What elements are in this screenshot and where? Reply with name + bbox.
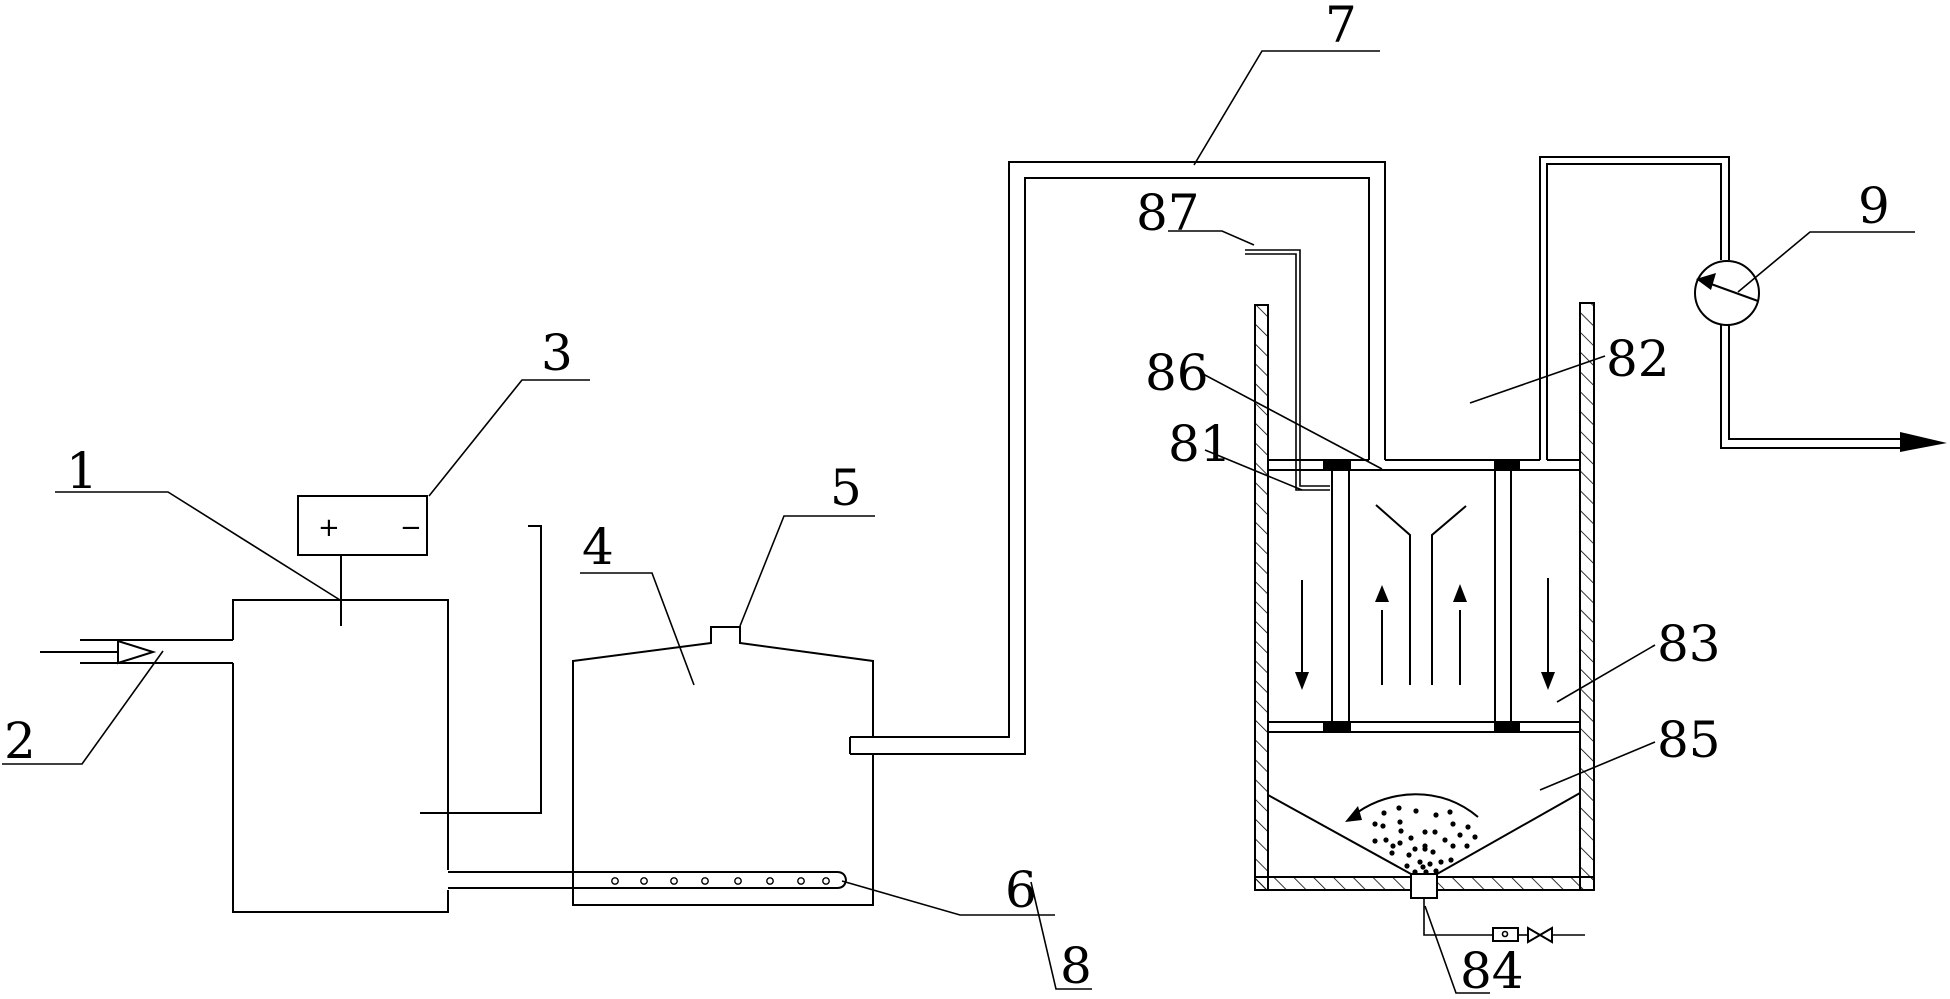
electrodes	[297, 525, 542, 814]
arrow-up-icon	[1375, 585, 1389, 602]
seal-block	[1323, 722, 1351, 733]
particle	[1412, 869, 1418, 875]
particle	[1383, 837, 1389, 843]
label-3: 3	[541, 324, 573, 382]
particle	[1433, 812, 1439, 818]
particle	[1427, 861, 1433, 867]
flowmeter	[1492, 927, 1519, 942]
swirl-arrow-icon	[1345, 806, 1362, 822]
feed-tube	[1245, 249, 1330, 491]
particle	[1380, 823, 1386, 829]
particle	[1448, 857, 1454, 863]
seal-block	[1323, 459, 1351, 470]
particle	[1397, 840, 1403, 846]
distributor-hole	[766, 877, 774, 885]
particle	[1422, 829, 1428, 835]
valve-icon	[1527, 926, 1542, 944]
particle	[1457, 832, 1463, 838]
particle	[1389, 850, 1395, 856]
inlet-nozzle	[117, 639, 157, 665]
dc-power-supply: + −	[297, 495, 428, 556]
pump	[1694, 260, 1760, 326]
particle	[1433, 868, 1439, 874]
label-81: 81	[1168, 415, 1232, 473]
particle-swirl	[1345, 793, 1479, 875]
minus-terminal-icon: −	[400, 513, 422, 543]
particle	[1447, 809, 1453, 815]
particle	[1430, 849, 1436, 855]
particle	[1438, 859, 1444, 865]
separation-vessel	[1254, 302, 1595, 899]
particle	[1417, 859, 1423, 865]
distributor-hole	[640, 877, 648, 885]
labels: 1 2 3 4 5 6 7 8 9 81 82 83 84 85 86 87	[4, 0, 1890, 999]
particle	[1423, 869, 1429, 875]
leader-lines	[2, 50, 1915, 994]
discharge-line	[1423, 898, 1585, 944]
label-4: 4	[582, 518, 614, 576]
outlet-pipe	[1539, 156, 1947, 460]
particle	[1396, 805, 1402, 811]
distributor-hole	[701, 877, 709, 885]
label-83: 83	[1657, 615, 1721, 673]
label-7: 7	[1325, 0, 1357, 54]
particle	[1408, 835, 1414, 841]
particle	[1420, 864, 1426, 870]
seal-block	[1494, 459, 1520, 470]
distributor-holes	[611, 877, 830, 885]
arrow-up-icon	[1453, 584, 1467, 602]
particle	[1450, 821, 1456, 827]
label-5: 5	[830, 459, 862, 517]
label-84: 84	[1460, 942, 1524, 999]
label-85: 85	[1657, 711, 1721, 769]
perforated-gas-distributor	[448, 871, 848, 889]
outlet-arrow-icon	[1900, 432, 1947, 452]
particle	[1398, 828, 1404, 834]
label-87: 87	[1136, 184, 1200, 242]
label-1: 1	[66, 442, 98, 500]
particle	[1406, 852, 1412, 858]
particle	[1390, 843, 1396, 849]
distributor-hole	[611, 877, 619, 885]
particle	[1432, 829, 1438, 835]
particle	[1450, 843, 1456, 849]
distributor-hole	[670, 877, 678, 885]
arrow-down-icon	[1295, 672, 1309, 690]
label-2: 2	[4, 712, 36, 770]
distributor-hole	[734, 877, 742, 885]
particle	[1472, 834, 1478, 840]
particle	[1422, 846, 1428, 852]
plus-terminal-icon: +	[318, 513, 340, 543]
label-9: 9	[1858, 177, 1890, 235]
particle	[1413, 808, 1419, 814]
connecting-pipe	[849, 161, 1386, 755]
particle	[1442, 837, 1448, 843]
particle	[1397, 819, 1403, 825]
label-6: 6	[1005, 861, 1037, 919]
particle	[1381, 810, 1387, 816]
particles	[1372, 805, 1478, 875]
particle	[1404, 863, 1410, 869]
distributor-hole	[797, 877, 805, 885]
arrow-down-icon	[1541, 672, 1555, 690]
seal-block	[1494, 722, 1520, 733]
flow-arrows	[1295, 578, 1555, 690]
electrolytic-cell	[40, 599, 449, 913]
pump-arrow-icon	[1696, 273, 1716, 290]
particle	[1465, 824, 1471, 830]
label-86: 86	[1145, 344, 1209, 402]
distributor-hole	[822, 877, 830, 885]
particle	[1372, 821, 1378, 827]
particle	[1372, 838, 1378, 844]
reaction-tank	[572, 626, 874, 906]
label-82: 82	[1606, 330, 1670, 388]
label-8: 8	[1060, 937, 1092, 995]
particle	[1464, 843, 1470, 849]
particle	[1412, 846, 1418, 852]
